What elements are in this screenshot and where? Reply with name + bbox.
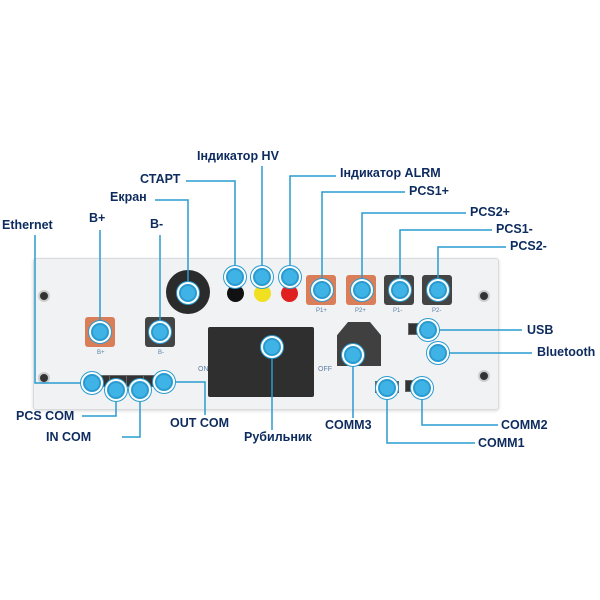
b-plus-marker	[91, 323, 109, 341]
screw	[478, 290, 490, 302]
ethernet-marker	[83, 374, 101, 392]
pcs2-plus-marker	[353, 281, 371, 299]
label-b-minus: B-	[150, 217, 164, 231]
breaker-switch[interactable]	[208, 327, 314, 397]
screw	[38, 290, 50, 302]
comm3-marker	[344, 346, 362, 364]
screw	[478, 370, 490, 382]
alrm-indicator-light	[281, 285, 298, 302]
p1-minus-mark: P1-	[393, 308, 403, 314]
bluetooth-marker	[429, 344, 447, 362]
label-comm1: COMM1	[478, 436, 525, 450]
label-start: СТАРТ	[140, 172, 181, 186]
label-pcs1-plus: PCS1+	[409, 184, 449, 198]
on-mark: ON	[198, 366, 209, 373]
label-pcs2-minus: PCS2-	[510, 239, 547, 253]
label-usb: USB	[527, 323, 554, 337]
comm1-marker	[378, 379, 396, 397]
screen-marker	[179, 284, 197, 302]
label-pcs2-plus: PCS2+	[470, 205, 510, 219]
b-minus-mark: B-	[158, 350, 164, 356]
label-ethernet: Ethernet	[2, 218, 53, 232]
label-b-plus: B+	[89, 211, 106, 225]
start-marker	[226, 268, 244, 286]
label-out-com: OUT COM	[170, 416, 230, 430]
hv-indicator-light	[254, 285, 271, 302]
label-screen: Екран	[110, 190, 147, 204]
hv-marker	[253, 268, 271, 286]
start-button[interactable]	[227, 285, 244, 302]
out-com-marker	[155, 373, 173, 391]
label-breaker: Рубильник	[244, 430, 312, 444]
pcs1-minus-marker	[391, 281, 409, 299]
usb-marker	[419, 321, 437, 339]
label-bluetooth: Bluetooth	[537, 345, 596, 359]
pcs2-minus-marker	[429, 281, 447, 299]
pcs-com-marker	[107, 381, 125, 399]
label-pcs-com: PCS COM	[16, 409, 75, 423]
label-alrm-indicator: Індикатор ALRM	[340, 166, 441, 180]
p2-plus-mark: P2+	[355, 308, 366, 314]
alrm-marker	[281, 268, 299, 286]
in-com-marker	[131, 381, 149, 399]
b-minus-marker	[151, 323, 169, 341]
pcs1-plus-marker	[313, 281, 331, 299]
b-plus-mark: B+	[97, 350, 105, 356]
label-pcs1-minus: PCS1-	[496, 222, 533, 236]
off-mark: OFF	[318, 366, 332, 373]
p2-minus-mark: P2-	[432, 308, 442, 314]
comm2-marker	[413, 379, 431, 397]
label-in-com: IN COM	[46, 430, 92, 444]
label-comm3: COMM3	[325, 418, 372, 432]
label-hv-indicator: Індикатор HV	[197, 149, 279, 163]
label-comm2: COMM2	[501, 418, 548, 432]
p1-plus-mark: P1+	[316, 308, 327, 314]
breaker-marker	[263, 338, 281, 356]
